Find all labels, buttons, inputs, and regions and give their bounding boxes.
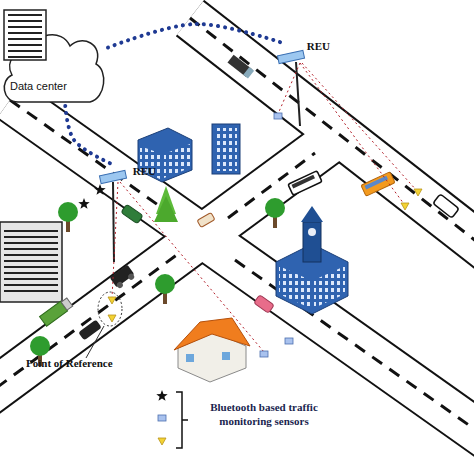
road: [10, 100, 474, 440]
tower-building: [212, 124, 240, 174]
house-roof: [174, 318, 250, 350]
car-body: [197, 213, 215, 228]
clock-tower-building: [276, 206, 348, 314]
building-wall: [0, 222, 62, 302]
sensors: [78, 113, 422, 358]
building-windows: [8, 14, 42, 58]
sensor-triangle: [108, 315, 116, 322]
legend-square: [158, 415, 166, 421]
data-link: [108, 24, 286, 48]
vehicles: [40, 55, 460, 341]
pine-tree: [154, 196, 178, 222]
car-body: [254, 295, 274, 314]
building-wall: [4, 10, 46, 60]
car: [254, 295, 274, 314]
tree-crown: [58, 202, 78, 222]
sensor-link: [302, 63, 418, 192]
tower-roof: [301, 206, 323, 222]
building-windows: [215, 128, 237, 171]
bus: [361, 172, 395, 196]
bus-windows: [365, 176, 388, 190]
building-windows: [279, 266, 310, 308]
house-window: [186, 354, 194, 362]
sensor-square: [274, 113, 282, 119]
bus-body: [361, 172, 395, 196]
legend-text: Bluetooth based traffic monitoring senso…: [190, 401, 338, 429]
road: [10, 100, 474, 440]
sensor-triangle: [414, 189, 422, 196]
sensor-triangle: [401, 203, 409, 210]
hotel-building: [0, 222, 62, 302]
legend-bracket: [176, 392, 188, 448]
car: [197, 213, 215, 228]
truck-cab: [243, 67, 254, 79]
trees: [30, 186, 285, 366]
bus-windows: [292, 175, 315, 189]
car: [78, 319, 102, 340]
house-window: [222, 352, 230, 360]
wheel: [127, 273, 135, 281]
car: [121, 204, 143, 224]
bus: [288, 171, 322, 195]
van-body: [433, 194, 459, 218]
legend-entry: Bluetooth based traffic monitoring senso…: [190, 401, 338, 429]
wheel: [116, 281, 124, 289]
sensor-square: [285, 338, 293, 344]
reu-pole: [113, 182, 114, 262]
clock-face: [308, 228, 316, 236]
building-wall: [212, 124, 240, 174]
legend-star: [156, 390, 167, 401]
reu-pole: [296, 62, 300, 126]
sensor-link: [278, 63, 300, 114]
legend-triangle: [158, 438, 166, 445]
van: [433, 194, 459, 218]
road-surfaces: [0, 18, 474, 440]
sensor-star: [94, 184, 105, 195]
cloud-shape: [0, 18, 108, 106]
road-borders: [0, 18, 474, 440]
car-body: [121, 204, 143, 224]
sensor-link: [120, 182, 264, 352]
clock-tower: [303, 222, 321, 262]
reu-node: REU: [100, 165, 156, 183]
data-link: [65, 106, 113, 165]
node-label: REU: [100, 165, 156, 178]
callout-label: Point of Reference: [26, 357, 156, 369]
sensor-link: [112, 182, 118, 298]
reu-device: [277, 50, 304, 63]
building-windows: [4, 230, 58, 296]
lane-line: [190, 18, 474, 252]
reu-node: REU: [286, 40, 330, 58]
sensor-star: [78, 198, 89, 209]
sensor-triangle: [108, 297, 116, 304]
reference-pointer: [86, 326, 104, 358]
building-windows: [164, 144, 190, 178]
sensor-links: [112, 63, 418, 352]
legend-symbols: [156, 390, 188, 448]
cloud-node: Data center: [0, 18, 108, 106]
truck-cab: [61, 298, 73, 310]
reference-ring: [98, 292, 122, 326]
lane-line: [10, 100, 474, 440]
truck: [40, 297, 74, 326]
reu-device: [99, 170, 126, 183]
tree-crown: [30, 336, 50, 356]
sensor-square: [260, 351, 268, 357]
data-center-building: [4, 10, 46, 60]
car-body: [78, 319, 102, 340]
lane-line: [0, 153, 315, 400]
building-windows: [314, 266, 345, 308]
lane-markings: [0, 18, 474, 440]
bus-body: [288, 171, 322, 195]
node-label: Data center: [10, 80, 108, 93]
tree-crown: [265, 198, 285, 218]
sensor-link: [300, 63, 404, 204]
node-label: REU: [286, 40, 330, 53]
tree-crown: [155, 274, 175, 294]
truck: [227, 55, 254, 79]
house: [174, 318, 250, 382]
reu-units: [99, 50, 304, 262]
